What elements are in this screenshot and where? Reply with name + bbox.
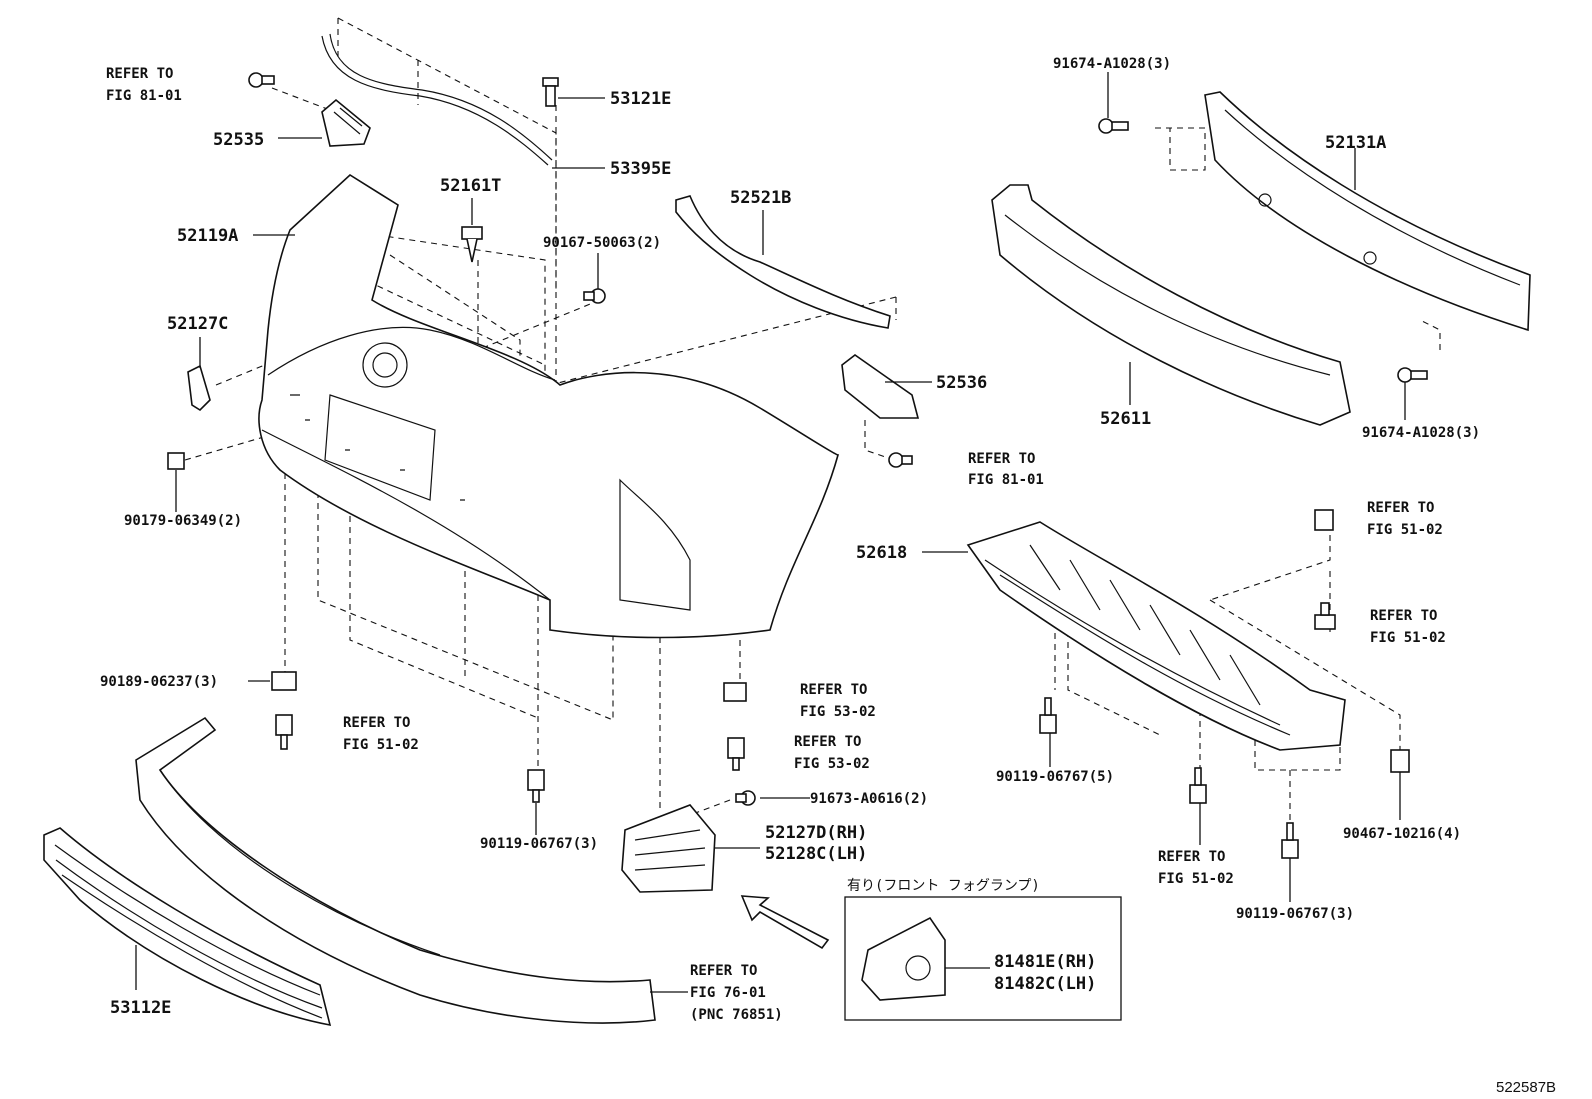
arrow-icon: [740, 895, 830, 950]
bolt-icon: [542, 77, 559, 107]
part-label-52131A: 52131A: [1325, 133, 1386, 153]
bolt-icon: [1314, 602, 1336, 630]
part-label-81482C: 81482C(LH): [994, 974, 1096, 994]
ref-label: FIG 51-02: [1367, 522, 1443, 538]
bolt-icon: [1397, 367, 1428, 383]
ref-label: FIG 53-02: [800, 704, 876, 720]
bolt-icon: [248, 72, 275, 88]
part-label-90119-b: 90119-06767(5): [996, 769, 1114, 785]
diagram-id: 522587B: [1496, 1079, 1556, 1096]
ref-label: REFER TO: [800, 682, 867, 698]
part-label-52535: 52535: [213, 130, 264, 150]
part-label-90167: 90167-50063(2): [543, 235, 661, 251]
part-52611-shape: [991, 184, 1351, 426]
clip-icon: [271, 671, 297, 691]
clip-icon: [1390, 749, 1410, 773]
bolt-icon: [527, 769, 545, 803]
ref-label: FIG 51-02: [1158, 871, 1234, 887]
part-81481E-shape: [861, 916, 946, 1001]
part-label-52521B: 52521B: [730, 188, 791, 208]
part-label-52128C: 52128C(LH): [765, 844, 867, 864]
inset-caption: 有り(フロント フォグランプ): [847, 878, 1040, 894]
bolt-icon: [1281, 822, 1299, 859]
leader-lines: [135, 72, 1406, 993]
ref-label: FIG 51-02: [343, 737, 419, 753]
ref-label: REFER TO: [794, 734, 861, 750]
clip-icon: [723, 682, 747, 702]
part-52535-shape: [321, 98, 371, 147]
part-52119A-shape: [258, 173, 840, 639]
bolt-icon: [727, 737, 745, 771]
ref-label: FIG 81-01: [106, 88, 182, 104]
part-label-52161T: 52161T: [440, 176, 501, 196]
ref-label: FIG 53-02: [794, 756, 870, 772]
part-label-90467: 90467-10216(4): [1343, 826, 1461, 842]
part-label-52127D: 52127D(RH): [765, 823, 867, 843]
part-spoiler-shape: [135, 716, 656, 1024]
part-label-52536: 52536: [936, 373, 987, 393]
part-label-81481E: 81481E(RH): [994, 952, 1096, 972]
part-53395E-shape: [321, 33, 553, 166]
ref-label: FIG 76-01: [690, 985, 766, 1001]
part-label-90189: 90189-06237(3): [100, 674, 218, 690]
part-label-90179: 90179-06349(2): [124, 513, 242, 529]
ref-label: REFER TO: [1158, 849, 1225, 865]
part-label-52611: 52611: [1100, 409, 1151, 429]
ref-label: REFER TO: [106, 66, 173, 82]
part-52521B-shape: [675, 195, 891, 329]
ref-label: REFER TO: [1367, 500, 1434, 516]
part-label-52618: 52618: [856, 543, 907, 563]
part-labels: REFER TO FIG 81-01 52535 53121E 53395E 5…: [100, 56, 1556, 1096]
ref-label: (PNC 76851): [690, 1007, 783, 1023]
inset-box: [844, 896, 1122, 1021]
ref-label: REFER TO: [1370, 608, 1437, 624]
part-label-53112E: 53112E: [110, 998, 171, 1018]
part-52127C-shape: [187, 364, 211, 412]
part-label-91673: 91673-A0616(2): [810, 791, 928, 807]
bolt-icon: [888, 452, 913, 468]
ref-label: FIG 51-02: [1370, 630, 1446, 646]
clip-icon: [1314, 509, 1334, 531]
clip-icon: [167, 452, 185, 470]
part-label-91674-bot: 91674-A1028(3): [1362, 425, 1480, 441]
bolt-icon: [735, 790, 756, 806]
bolt-icon: [1098, 118, 1129, 134]
bolt-icon: [1189, 767, 1207, 804]
ref-label: FIG 81-01: [968, 472, 1044, 488]
part-label-90119-c: 90119-06767(3): [1236, 906, 1354, 922]
part-52536-shape: [841, 354, 920, 419]
part-label-90119-a: 90119-06767(3): [480, 836, 598, 852]
ref-label: REFER TO: [343, 715, 410, 731]
bolt-icon: [275, 714, 293, 750]
part-52131A-shape: [1204, 91, 1531, 332]
part-label-91674-top: 91674-A1028(3): [1053, 56, 1171, 72]
ref-label: REFER TO: [968, 451, 1035, 467]
part-shapes: [43, 33, 1531, 1027]
bolt-icon: [1039, 697, 1057, 734]
part-label-52119A: 52119A: [177, 226, 238, 246]
ref-label: REFER TO: [690, 963, 757, 979]
bolt-icon: [583, 288, 606, 304]
part-52127D-shape: [621, 804, 716, 893]
part-label-53395E: 53395E: [610, 159, 671, 179]
part-53112E-shape: [43, 827, 332, 1027]
part-label-53121E: 53121E: [610, 89, 671, 109]
clip-icon: [461, 226, 483, 263]
part-52618-shape: [966, 521, 1346, 751]
part-label-52127C: 52127C: [167, 314, 228, 334]
